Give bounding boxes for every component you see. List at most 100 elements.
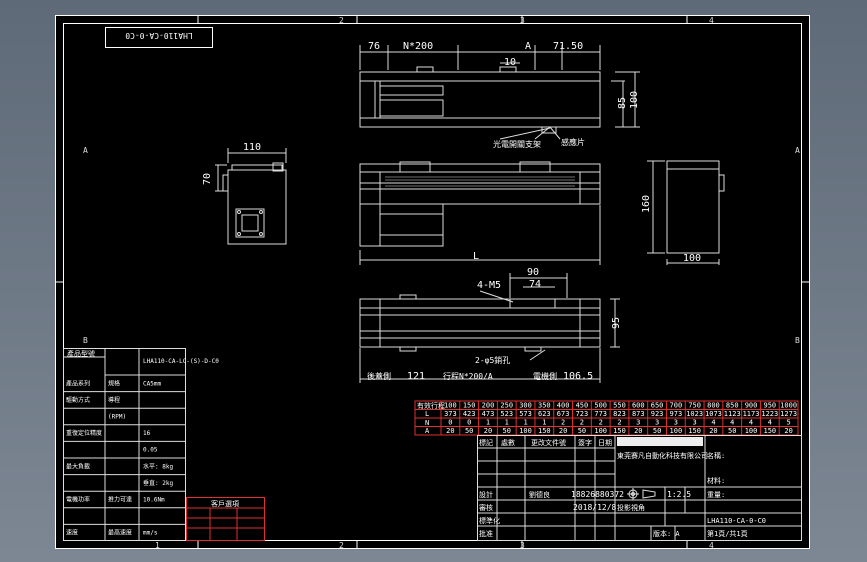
zone-bottom-1: 1 [155,541,160,549]
stroke-cell: 1 [542,419,546,427]
stroke-cell: 250 [500,402,513,410]
row-approve: 批准 [479,529,493,538]
stroke-cell: 5 [786,419,790,427]
side-view [359,160,725,265]
stroke-cell: 50 [728,427,736,435]
dim-bottom-screw: 4-M5 [477,280,501,291]
stroke-cell: 1073 [705,410,722,418]
spec-cell: 最大負載 [66,462,90,470]
stroke-cell: 300 [519,402,532,410]
dim-side-length: L [473,251,479,262]
spec-cell: 垂直: 2kg [143,479,173,487]
stroke-cell: 1000 [780,402,797,410]
dim-side-depth: 100 [683,253,701,264]
stroke-cell: 573 [519,410,532,418]
callout-stroke: 行程N*200/A [443,371,493,381]
zone-top-3: 3 [520,16,525,25]
stroke-cell: 473 [482,410,495,418]
cad-drawing: 2 3 4 1 2 3 4 A B A B LHA110-CA-0-C0 [55,15,810,550]
projection-symbol-icon [627,488,656,500]
stroke-cell: 150 [763,427,776,435]
dim-top-h2: 100 [629,91,640,109]
stroke-cell: 3 [636,419,640,427]
stroke-cell: 50 [465,427,473,435]
zone-bottom-3: 3 [520,541,525,549]
stroke-cell: 900 [745,402,758,410]
stroke-cell: 373 [444,410,457,418]
spec-cell: 0.05 [143,447,158,454]
spec-cell: 規格 [108,379,120,387]
spec-cell: 導程 [108,396,120,404]
zone-right-A: A [795,146,800,155]
stroke-cell: 450 [576,402,589,410]
scale: 1:2.5 [667,490,691,499]
stroke-row-label: 有效行程 [417,401,445,410]
spec-cell: 水平: 8kg [143,462,173,470]
stroke-cell: 1173 [743,410,760,418]
stroke-cell: 1 [505,419,509,427]
dim-bottom-w74: 74 [529,279,541,290]
phone-number: 18826880372 [571,490,624,499]
company-logo-block [617,437,703,446]
stroke-cell: 400 [557,402,570,410]
stroke-cell: 423 [463,410,476,418]
version: 版本: A [653,529,680,538]
stroke-cell: 1 [523,419,527,427]
name-label: 名稱: [707,451,725,460]
stroke-cell: 50 [503,427,511,435]
stroke-cell: 623 [538,410,551,418]
stroke-cell: 20 [446,427,454,435]
dim-bottom-h95: 95 [611,317,622,329]
zone-top-4: 4 [709,16,714,25]
weight-label: 重量: [707,491,725,499]
stroke-cell: 150 [688,427,701,435]
stroke-cell: 600 [632,402,645,410]
stroke-cell: 20 [784,427,792,435]
stroke-cell: 200 [482,402,495,410]
stroke-cell: 150 [613,427,626,435]
stroke-cell: 100 [519,427,532,435]
dim-bottom-left121: 121 [407,371,425,382]
stroke-cell: 500 [594,402,607,410]
stroke-cell: 50 [578,427,586,435]
zone-right-B: B [795,336,800,345]
stroke-cell: 350 [538,402,551,410]
stroke-cell: 1023 [686,410,703,418]
spec-header-label: 產品型號 [67,349,95,358]
row-design: 設計 [479,490,493,499]
dim-bottom-right106: 106.5 [563,371,593,382]
stroke-cell: 850 [726,402,739,410]
stroke-cell: 923 [651,410,664,418]
rev-col-sign: 簽字 [578,438,592,447]
rev-col-count: 處數 [501,438,515,447]
stroke-cell: 20 [484,427,492,435]
spec-cell: 驅動方式 [66,396,90,404]
zone-bottom-4: 4 [709,541,714,549]
bottom-view [359,273,620,383]
material-label: 材料: [707,476,725,485]
stroke-cell: 673 [557,410,570,418]
spec-cell: CA5mm [143,380,161,387]
stroke-cell: 4 [749,419,753,427]
stroke-cell: 750 [688,402,701,410]
title-block: 標記 處數 更改文件號 簽字 日期 設計 劉德良 審核 標準化 批准 東莞賽凡自… [477,435,802,541]
dim-bottom-w90: 90 [527,267,539,278]
drawing-sheet: 2 3 4 1 2 3 4 A B A B LHA110-CA-0-C0 [55,15,810,550]
stroke-cell: 4 [768,419,772,427]
stroke-cell: 20 [709,427,717,435]
drawing-date: 2018/12/8 [573,503,617,512]
callout-sensor-bracket: 光電開關支架 [493,139,541,149]
dim-bottom-hole: 2-φ5銷孔 [475,355,510,365]
dim-top-mid: 10 [504,57,516,68]
spec-header-model: LHA110-CA-LC-(S)-D-C0 [143,358,219,365]
stroke-cell: 4 [730,419,734,427]
dwg-number: LHA110-CA-0-C0 [707,517,766,525]
callout-sensing-plate: 感應片 [561,137,585,147]
callout-rear-cover: 後蓋側 [367,371,391,381]
stroke-cell: 773 [594,410,607,418]
row-standard: 標準化 [479,516,500,525]
client-options-header: 客戶選項 [211,499,239,508]
stroke-row-label: N [425,419,429,427]
